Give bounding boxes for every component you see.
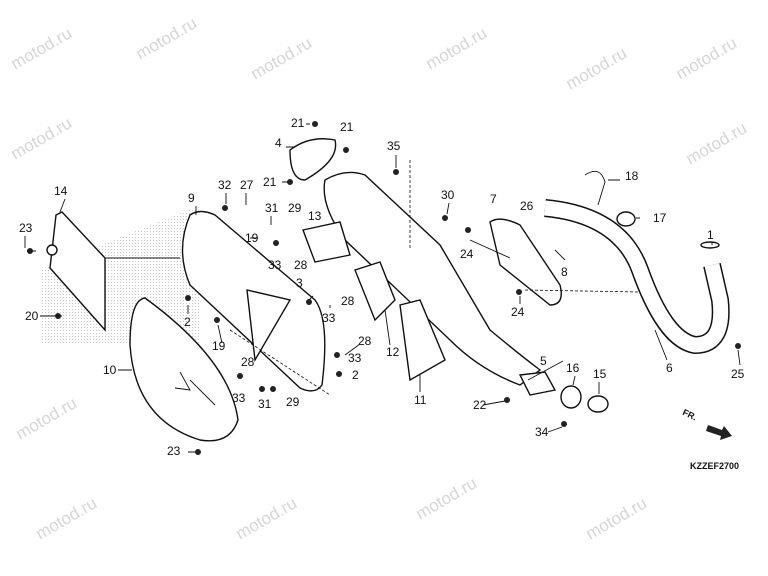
callout: 29 [286, 395, 300, 409]
callout: 33 [268, 258, 282, 272]
callout-labels: 21 21 4 21 35 30 7 26 18 17 1 14 23 32 2… [19, 116, 745, 458]
callout: 32 [218, 178, 232, 192]
part-clamp-17 [616, 211, 636, 227]
callout: 8 [561, 265, 568, 279]
callout: 3 [296, 276, 303, 290]
callout: 4 [275, 136, 282, 150]
watermark-text: motod.ru [233, 493, 301, 543]
front-label: FR. [681, 407, 698, 422]
watermark-text: motod.ru [33, 493, 101, 543]
callout: 15 [593, 367, 607, 381]
muffler-outlet [518, 371, 557, 396]
part-sensor-18 [584, 170, 606, 206]
watermark-text: motod.ru [563, 43, 631, 93]
part-protector-7 [489, 218, 562, 306]
callout: 30 [441, 188, 455, 202]
callout: 34 [535, 425, 549, 439]
watermark-text: motod.ru [673, 33, 741, 83]
watermark-text: motod.ru [248, 33, 316, 83]
watermark-text: motod.ru [13, 393, 81, 443]
watermark-text: motod.ru [8, 113, 76, 163]
part-end-cap-4 [289, 138, 337, 181]
callout: 33 [348, 351, 362, 365]
callout: 24 [511, 305, 525, 319]
part-bracket-14 [49, 211, 106, 332]
shield-mark [174, 371, 216, 406]
watermark-text: motod.ru [423, 23, 491, 73]
callout: 28 [341, 294, 355, 308]
callout: 20 [25, 309, 39, 323]
callout: 27 [240, 178, 254, 192]
callout: 16 [566, 361, 580, 375]
watermark-text: motod.ru [413, 473, 481, 523]
callout: 28 [358, 334, 372, 348]
callout: 24 [460, 247, 474, 261]
part-clamp-15 [587, 395, 609, 413]
callout: 6 [666, 361, 673, 375]
watermark-text: motod.ru [583, 493, 651, 543]
callout: 31 [265, 201, 279, 215]
callout: 25 [731, 367, 745, 381]
part-exhaust-pipe-6 [544, 199, 730, 355]
callout: 26 [520, 199, 534, 213]
callout: 2 [352, 368, 359, 382]
callout: 2 [184, 315, 191, 329]
part-shield-13 [302, 221, 351, 263]
callout: 23 [19, 221, 33, 235]
callout: 35 [387, 139, 401, 153]
callout: 1 [707, 228, 714, 242]
callout: 31 [258, 397, 272, 411]
leader-lines [24, 123, 741, 453]
front-direction-indicator: FR. [681, 407, 732, 440]
watermark-text: motod.ru [133, 13, 201, 63]
callout: 14 [54, 184, 68, 198]
callout: 12 [386, 345, 400, 359]
part-gasket-1 [700, 241, 720, 249]
watermark-text: motod.ru [683, 118, 751, 168]
callout: 10 [103, 363, 117, 377]
part-shield-12 [354, 261, 396, 322]
cover-vent [246, 289, 292, 363]
callout: 21 [291, 116, 305, 130]
fasteners [27, 121, 741, 455]
part-heat-shield-10 [129, 297, 239, 442]
diagram-code: KZZEF2700 [690, 461, 739, 471]
watermark-text: motod.ru [8, 23, 76, 73]
callout: 22 [473, 398, 487, 412]
callout: 21 [263, 175, 277, 189]
callout: 5 [540, 354, 547, 368]
hole [46, 244, 58, 256]
callout: 33 [232, 391, 246, 405]
callout: 29 [288, 201, 302, 215]
callout: 17 [653, 211, 667, 225]
callout: 21 [340, 120, 354, 134]
callout: 28 [294, 258, 308, 272]
part-ring-16 [560, 385, 582, 409]
callout: 13 [308, 209, 322, 223]
callout: 23 [167, 444, 181, 458]
front-arrow-icon [706, 425, 732, 440]
part-shield-11 [399, 299, 446, 382]
callout: 28 [241, 355, 255, 369]
callout: 9 [188, 191, 195, 205]
callout: 19 [212, 339, 226, 353]
callout: 7 [490, 192, 497, 206]
callout: 18 [625, 169, 639, 183]
callout: 11 [414, 393, 427, 407]
callout: 33 [322, 311, 336, 325]
